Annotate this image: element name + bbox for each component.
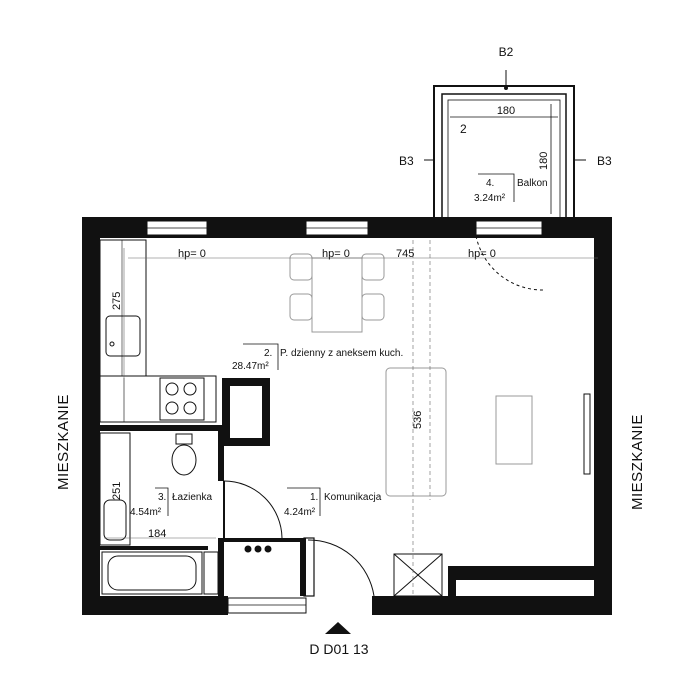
entrance-arrow-icon — [325, 622, 351, 634]
balcony-step-dim: 2 — [460, 122, 467, 136]
neighbor-label-left: MIESZKANIE — [55, 394, 72, 490]
window-height-1: hp= 0 — [178, 248, 206, 260]
wardrobe-icon — [393, 553, 443, 597]
neighbor-label-right: MIESZKANIE — [629, 414, 646, 510]
furniture — [289, 253, 591, 597]
doors — [223, 235, 545, 597]
interior-walls — [100, 378, 306, 596]
kitchen-length-dim: 275 — [111, 292, 123, 310]
section-b2-marker — [504, 86, 508, 90]
balcony-door-swing — [475, 235, 545, 291]
kitchen-counter-bottom — [99, 375, 217, 423]
bath-width-dim: 184 — [148, 528, 166, 540]
bathtub-icon — [101, 551, 203, 595]
bath-height-dim: 251 — [111, 482, 123, 500]
kitchen — [99, 239, 217, 423]
section-b2-label: B2 — [499, 45, 514, 59]
living-depth-dim: 536 — [412, 411, 424, 429]
dining-table-icon — [311, 257, 363, 333]
living-room-name: P. dzienny z aneksem kuch. — [280, 348, 403, 359]
bathroom-name: Łazienka — [172, 492, 212, 503]
section-b3-left-label: B3 — [399, 154, 414, 168]
living-room-area: 28.47m² — [232, 361, 269, 372]
bathroom-area: 4.54m² — [130, 507, 162, 518]
hallway-num: 1. — [310, 492, 318, 503]
room-label-boxes — [155, 173, 515, 516]
window-height-3: hp= 0 — [468, 248, 496, 260]
tv-icon — [583, 393, 591, 475]
washer-icon — [203, 551, 219, 595]
bathroom-num: 3. — [158, 492, 166, 503]
windows — [146, 220, 543, 614]
washbasin-icon — [103, 499, 127, 541]
entry-door-swing — [307, 539, 375, 597]
outer-walls — [82, 217, 612, 615]
balcony-width-dim: 180 — [497, 105, 515, 117]
living-width-dim: 745 — [396, 248, 414, 260]
unit-code: D D01 13 — [309, 641, 368, 657]
bath-wall-unit — [99, 432, 131, 546]
living-room-num: 2. — [264, 348, 272, 359]
sink-icon — [105, 315, 141, 357]
toilet-icon — [171, 444, 197, 476]
ledge-wall — [448, 566, 594, 580]
entry-gap — [227, 597, 307, 614]
dimension-lines — [104, 240, 598, 596]
hallway-name: Komunikacja — [324, 492, 382, 503]
balcony-room-area: 3.24m² — [474, 193, 506, 204]
section-b3-right-label: B3 — [597, 154, 612, 168]
bathroom — [99, 432, 272, 595]
balcony-room-num: 4. — [486, 178, 494, 189]
coffee-table-icon — [495, 395, 533, 465]
balcony-room-name: Balkon — [517, 178, 548, 189]
sofa-icon — [385, 367, 447, 497]
window-height-2: hp= 0 — [322, 248, 350, 260]
bathroom-door-swing — [223, 480, 283, 539]
cooktop-icon — [159, 377, 205, 421]
balcony-depth-dim: 180 — [538, 152, 550, 170]
hallway-area: 4.24m² — [284, 507, 316, 518]
